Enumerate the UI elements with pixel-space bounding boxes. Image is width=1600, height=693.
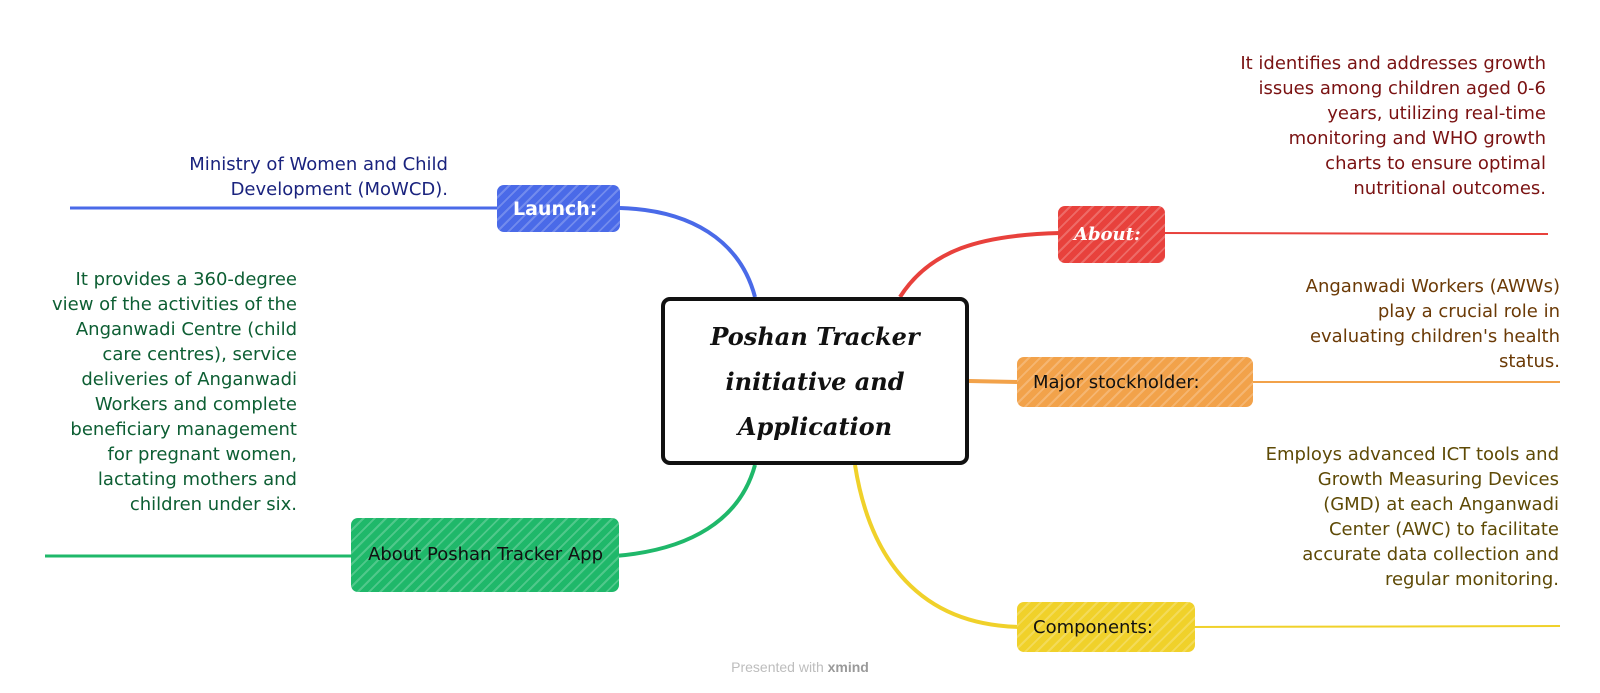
branch-stakeholder-label: Major stockholder:	[1033, 371, 1200, 393]
about-description: It identifies and addresses growth issue…	[1240, 53, 1546, 199]
branch-about-app[interactable]: About Poshan Tracker App	[351, 518, 619, 592]
footer-credit: Presented with xmind	[0, 659, 1600, 675]
app-description: It provides a 360-degree view of the act…	[52, 269, 297, 515]
launch-description: Ministry of Women and Child Development …	[189, 154, 448, 200]
stakeholder-description: Anganwadi Workers (AWWs) play a crucial …	[1305, 276, 1560, 372]
connector-launch	[619, 206, 757, 298]
central-topic[interactable]: Poshan Tracker initiative and Applicatio…	[661, 297, 969, 465]
components-description: Employs advanced ICT tools and Growth Me…	[1265, 444, 1559, 590]
connector-stakeholder	[968, 379, 1021, 384]
branch-about[interactable]: About:	[1058, 206, 1165, 263]
central-topic-title: Poshan Tracker initiative and Applicatio…	[710, 321, 920, 441]
footer-brand: xmind	[827, 659, 869, 675]
branch-major-stakeholder[interactable]: Major stockholder:	[1017, 357, 1253, 407]
branch-app-label: About Poshan Tracker App	[368, 544, 603, 565]
footer-prefix: Presented with	[731, 659, 824, 675]
connector-about	[898, 231, 1061, 299]
branch-components-label: Components:	[1033, 616, 1153, 638]
branch-components[interactable]: Components:	[1017, 602, 1195, 652]
branch-launch-label: Launch:	[513, 197, 598, 220]
underline-components	[1189, 625, 1561, 628]
branch-launch[interactable]: Launch:	[497, 185, 620, 232]
connector-app	[614, 464, 757, 558]
connector-components	[853, 464, 1021, 629]
underline-about	[1159, 232, 1549, 235]
branch-about-label: About:	[1074, 224, 1141, 245]
